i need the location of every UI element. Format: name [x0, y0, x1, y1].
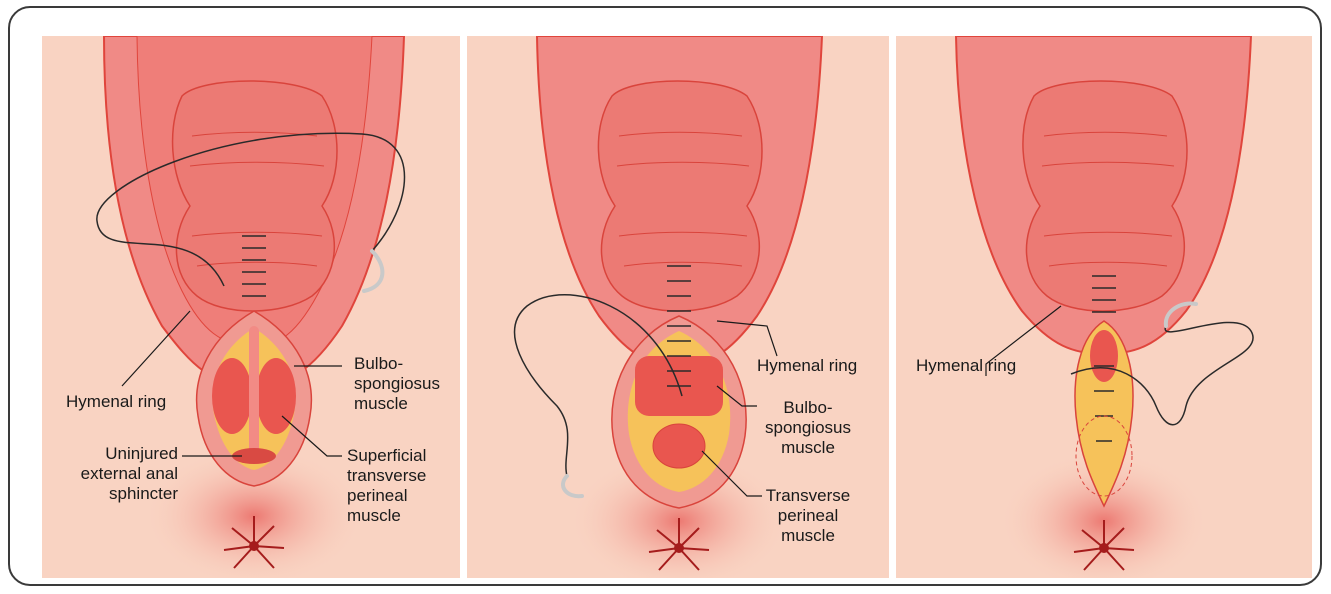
panel-3-illustration — [896, 36, 1312, 578]
label-bulbospongiosus: Bulbo- spongiosus muscle — [354, 354, 440, 414]
midline — [249, 326, 259, 456]
bulbospongiosus — [1090, 330, 1118, 382]
label-transverse: Transverse perineal muscle — [753, 486, 863, 546]
transverse-perineal — [653, 424, 705, 468]
vaginal-wall — [598, 81, 762, 311]
panel-2: Hymenal ring Bulbo- spongiosus muscle Tr… — [467, 36, 889, 578]
vaginal-wall — [173, 81, 337, 311]
panel-1: Hymenal ring Bulbo- spongiosus muscle Un… — [42, 36, 460, 578]
label-bulbospongiosus: Bulbo- spongiosus muscle — [753, 398, 863, 458]
bulbospongiosus-left — [212, 358, 252, 434]
label-uninjured-eas: Uninjured external anal sphincter — [58, 444, 178, 504]
figure-frame: Hymenal ring Bulbo- spongiosus muscle Un… — [8, 6, 1322, 586]
label-hymenal-ring: Hymenal ring — [66, 392, 166, 412]
label-superficial-transverse: Superficial transverse perineal muscle — [347, 446, 426, 526]
panel-3: Hymenal ring — [896, 36, 1312, 578]
label-hymenal-ring: Hymenal ring — [757, 356, 857, 376]
label-hymenal-ring: Hymenal ring — [916, 356, 1016, 376]
